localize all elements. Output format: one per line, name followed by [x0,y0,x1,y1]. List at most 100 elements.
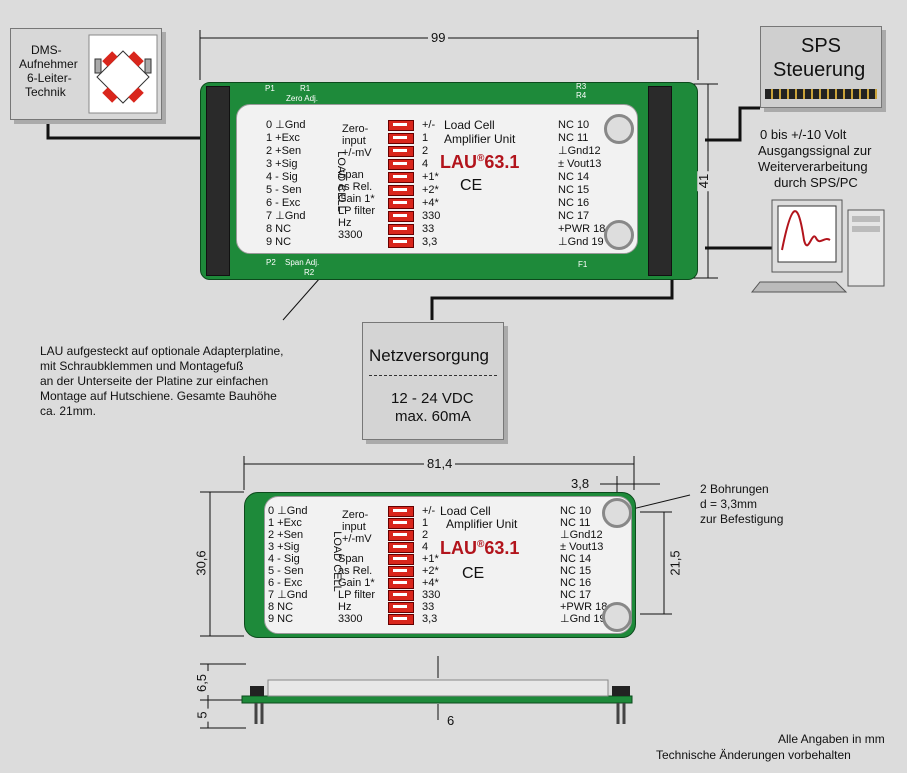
mid-unit-title-2: Amplifier Unit [446,517,518,531]
mid-value-4: +1* [422,553,439,565]
r1-label: R1 [300,84,311,93]
sps-caption-1: 0 bis +/-10 Volt [760,127,847,142]
rpin-16: NC 16 [558,197,590,209]
switch-value-9: 3,3 [422,236,438,248]
pin-6: 6 - Exc [266,197,301,209]
pin-3: 3 +Sig [266,158,298,170]
zero-group-2: input [342,135,366,147]
rpin-10: NC 10 [558,119,590,131]
mid-rpin-13: ± Vout13 [560,541,604,553]
rpin-17: NC 17 [558,210,590,222]
zero-group-1: Zero- [342,123,369,135]
dip-switch [388,542,414,553]
mid-pin-2: 2 +Sen [268,529,304,541]
dip-switch [388,237,414,248]
mid-rpin-10: NC 10 [560,505,592,517]
mid-rpin-16: NC 16 [560,577,592,589]
dip-switch [388,506,414,517]
power-voltage: 12 - 24 VDC [391,390,474,407]
mid-rpin-14: NC 14 [560,553,592,565]
dip-switch [388,530,414,541]
dim-width-mid: 81,4 [424,457,456,471]
dip-switch [388,590,414,601]
mid-group-8: 3300 [338,613,363,625]
mid-rpin-18: +PWR 18 [560,601,608,613]
r4-label: R4 [576,91,587,100]
mid-value-9: 3,3 [422,613,438,625]
note-line-5: ca. 21mm. [40,404,97,418]
holes-note-2: d = 3,3mm [700,497,758,511]
dim-height-mid: 30,6 [194,547,209,579]
dip-switch [388,185,414,196]
sensor-label-4: Technik [25,85,66,99]
mid-group-7: Hz [338,601,352,613]
dim-hole-offset: 3,8 [568,477,593,491]
mid-pin-6: 6 - Exc [268,577,303,589]
mounting-hole [604,220,634,250]
dip-switch [388,120,414,131]
mid-rpin-11: NC 11 [560,517,591,529]
sensor-label-2: Aufnehmer [19,57,78,71]
sps-box: SPS Steuerung [760,26,882,108]
dip-switch [388,133,414,144]
mid-value-5: +2* [422,565,439,577]
switch-value-5: +2* [422,184,439,196]
note-line-1: LAU aufgesteckt auf optionale Adapterpla… [40,344,284,358]
sps-caption-4: durch SPS/PC [774,175,858,190]
dip-switch [388,211,414,222]
terminal-block-left [206,86,230,276]
span-group-2: as Rel. [338,181,373,193]
mid-value-1: 1 [422,517,429,529]
mid-rpin-17: NC 17 [560,589,592,601]
mounting-hole [604,114,634,144]
dip-switch [388,566,414,577]
mid-group-3: Span [338,553,364,565]
switch-value-7: 330 [422,210,441,222]
switch-value-8: 33 [422,223,435,235]
mid-value-6: +4* [422,577,439,589]
zero-group-3: +/-mV [342,147,372,159]
unit-title-1: Load Cell [444,118,495,132]
rpin-19: ⊥Gnd 19 [558,236,604,248]
switch-value-3: 4 [422,158,429,170]
dip-switch [388,578,414,589]
mid-group-2: +/-mV [342,533,372,545]
p1-label: P1 [265,84,275,93]
ce-mark: CE [460,177,483,194]
switch-value-2: 2 [422,145,429,157]
rpin-13: ± Vout13 [558,158,602,170]
dip-switch [388,518,414,529]
pin-1: 1 +Exc [266,132,300,144]
mid-value-0: +/- [422,505,436,517]
pin-0: 0 ⊥Gnd [266,119,306,131]
mid-pin-5: 5 - Sen [268,565,304,577]
bridge-schematic-icon [88,34,158,114]
lp-group-3: 3300 [338,229,363,241]
note-line-3: an der Unterseite der Platine zur einfac… [40,374,269,388]
dip-switch [388,172,414,183]
dip-switch [388,602,414,613]
span-adj-label: Span Adj. [285,258,320,267]
dim-height-top: 41 [696,170,712,192]
mounting-hole [602,602,632,632]
mid-value-2: 2 [422,529,429,541]
rpin-15: NC 15 [558,184,590,196]
terminal-block-right [648,86,672,276]
mid-group-1: input [342,521,366,533]
sps-caption-2: Ausgangssignal zur [758,143,872,158]
switch-value-1: 1 [422,132,429,144]
mid-value-3: 4 [422,541,429,553]
pin-5: 5 - Sen [266,184,302,196]
mid-rpin-19: ⊥Gnd 19 [560,613,606,625]
dip-switch [388,159,414,170]
mid-rpin-12: ⊥Gnd12 [560,529,603,541]
switch-value-0: +/- [422,119,436,131]
rpin-14: NC 14 [558,171,590,183]
sps-title: SPS [801,35,842,57]
rpin-18: +PWR 18 [558,223,606,235]
rpin-11: NC 11 [558,132,589,144]
sps-caption-3: Weiterverarbeitung [758,159,868,174]
zero-adj-label: Zero Adj. [286,94,319,103]
mid-rpin-15: NC 15 [560,565,592,577]
